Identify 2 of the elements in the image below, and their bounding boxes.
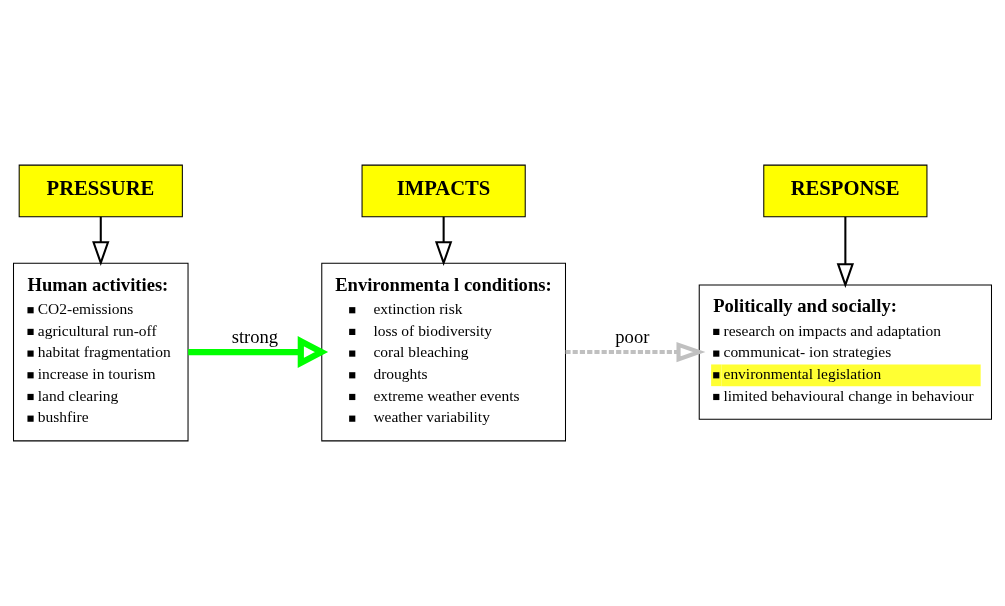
edge-label: poor: [615, 326, 650, 348]
edge-label: strong: [231, 326, 279, 348]
